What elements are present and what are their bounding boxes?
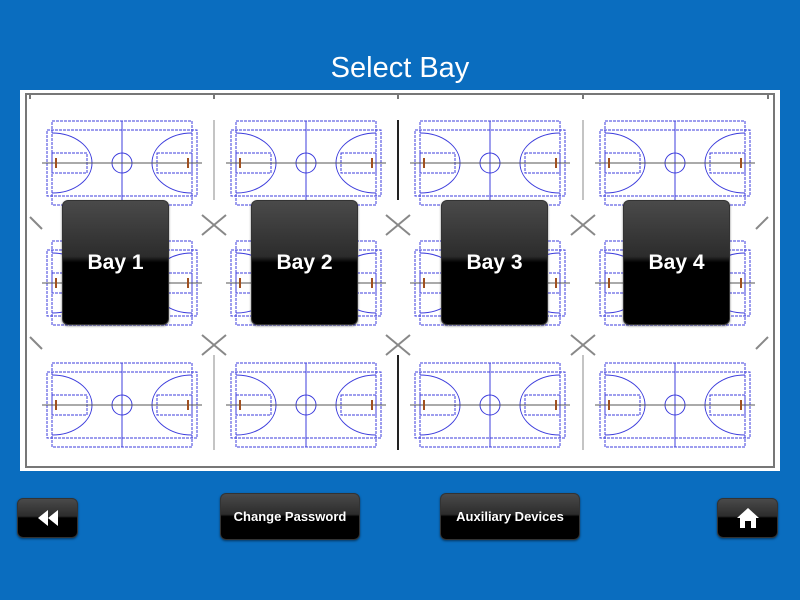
home-icon (736, 508, 759, 528)
auxiliary-devices-button[interactable]: Auxiliary Devices (440, 493, 580, 540)
home-button[interactable] (717, 498, 778, 538)
bay-3-button[interactable]: Bay 3 (441, 200, 548, 325)
outer-wall (25, 93, 775, 468)
curtain-end (755, 336, 769, 350)
curtain-junction (201, 214, 227, 236)
curtain-junction (570, 334, 596, 356)
curtain-end (29, 216, 43, 230)
back-button[interactable] (17, 498, 78, 538)
curtain-junction (570, 214, 596, 236)
change-password-button[interactable]: Change Password (220, 493, 360, 540)
curtain-junction (385, 334, 411, 356)
curtain-end (29, 336, 43, 350)
rewind-icon (37, 510, 58, 526)
page-title: Select Bay (330, 52, 470, 84)
bay-2-button[interactable]: Bay 2 (251, 200, 358, 325)
bay-4-button[interactable]: Bay 4 (623, 200, 730, 325)
curtain-end (755, 216, 769, 230)
curtain-junction (385, 214, 411, 236)
curtain-junction (201, 334, 227, 356)
bay-1-button[interactable]: Bay 1 (62, 200, 169, 325)
